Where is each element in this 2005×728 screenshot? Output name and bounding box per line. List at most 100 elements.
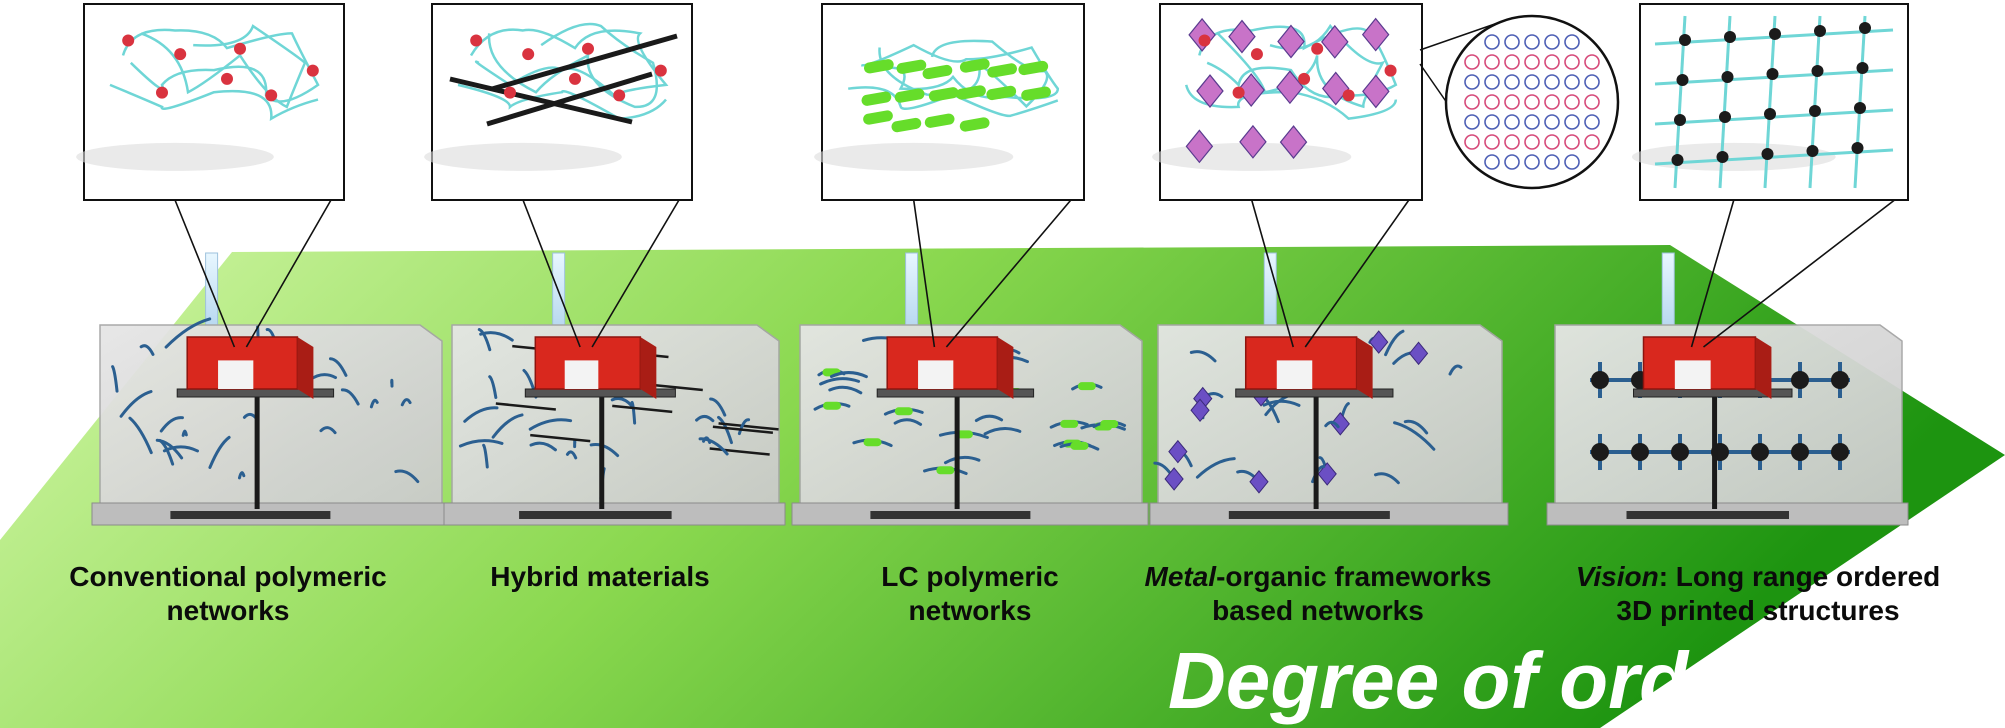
filler-rod	[449, 76, 633, 125]
lattice-node	[1769, 28, 1781, 40]
lattice-ring	[1504, 54, 1520, 70]
lattice-node	[1764, 108, 1776, 120]
polymer-chain	[181, 429, 188, 437]
lattice-ring	[1464, 94, 1480, 110]
mof-octahedron	[1279, 125, 1308, 160]
crosslink-node	[470, 34, 483, 47]
leader-line	[1690, 199, 1735, 348]
mesogen	[924, 113, 955, 128]
polymer-chain	[319, 426, 337, 435]
caption-conventional: Conventional polymeric networks	[69, 561, 387, 626]
polymer-chain	[1393, 421, 1436, 451]
mof-octahedron	[1276, 70, 1304, 105]
leader-line	[522, 199, 581, 348]
mesogen	[896, 59, 927, 74]
lattice-node	[1806, 145, 1819, 157]
light-beam	[1661, 252, 1675, 326]
shadow	[814, 142, 1014, 171]
lattice-node	[1679, 34, 1691, 46]
crosslink-node	[569, 72, 581, 85]
leader-line	[1703, 199, 1896, 348]
lattice-ring	[1484, 94, 1500, 110]
lattice-ring	[1524, 154, 1540, 170]
lattice-node	[1761, 148, 1774, 160]
mesogen	[823, 401, 842, 410]
polymer-chain	[528, 418, 573, 431]
lattice-node	[1814, 25, 1826, 37]
mof-octahedron	[1362, 74, 1390, 109]
caption-hybrid: Hybrid materials	[490, 561, 710, 592]
polymer-chain	[893, 418, 923, 426]
leader-line	[591, 199, 680, 348]
lattice-ring	[1544, 154, 1560, 170]
caption-mof-emphasis: Metal	[1144, 561, 1217, 592]
mesogen	[928, 87, 959, 102]
lattice-ring	[1504, 74, 1520, 90]
zoom-panel-vision	[1631, 3, 1909, 348]
filler-rod	[612, 404, 673, 414]
mof-octahedron	[1321, 71, 1350, 106]
caption-lc: LC polymeric networks	[881, 561, 1059, 626]
polymer-chain	[943, 455, 981, 465]
lattice-node	[1859, 22, 1871, 34]
mesogen	[959, 117, 990, 132]
lattice-node	[1591, 371, 1609, 389]
lattice-ring	[1564, 54, 1580, 70]
mof-octahedron	[1228, 19, 1256, 54]
polymer-chain	[119, 390, 153, 418]
lattice-ring	[1464, 114, 1480, 130]
lattice-ring	[1464, 54, 1480, 70]
crosslink-node	[1384, 64, 1397, 77]
polymer-strand	[878, 39, 1049, 109]
crosslink-node	[1311, 42, 1324, 55]
shadow	[76, 142, 274, 171]
lattice-ring	[1524, 54, 1540, 70]
lattice-node	[1791, 443, 1809, 461]
mesogen	[1100, 420, 1119, 429]
crosslink-node	[1198, 34, 1211, 47]
polymer-chain	[1448, 364, 1463, 376]
lattice-ring	[1524, 74, 1540, 90]
lattice-node	[1724, 31, 1736, 43]
lattice-ring	[1504, 114, 1520, 130]
vat-plate	[1228, 511, 1390, 519]
leader-line	[174, 199, 236, 348]
mesogen	[1018, 60, 1049, 76]
polymer-chain	[237, 471, 246, 480]
polymer-chain	[463, 406, 499, 423]
lattice-ring	[1524, 94, 1540, 110]
printed-object-side	[1755, 337, 1772, 399]
printed-object-side	[297, 337, 314, 399]
polymer-chain	[529, 441, 557, 452]
printed-object-window	[218, 360, 254, 389]
zoom-panel-mof	[1152, 3, 1423, 348]
polymer-chain	[164, 317, 212, 349]
lattice-node	[1831, 371, 1849, 389]
polymer-chain	[589, 443, 620, 458]
filler-rod	[712, 425, 774, 434]
mesogen	[891, 117, 922, 133]
crosslink-node	[654, 64, 667, 77]
printing-vat-lc	[791, 252, 1149, 526]
mof-octahedron	[1277, 24, 1305, 59]
lattice-ring	[1584, 134, 1600, 150]
vat-plate	[870, 511, 1031, 519]
polymer-chain	[111, 365, 119, 393]
crosslink-node	[174, 48, 187, 61]
mof-octahedron	[1369, 330, 1389, 354]
lattice-ring	[1484, 34, 1500, 50]
lattice-node	[1721, 71, 1734, 83]
lattice-node	[1811, 65, 1824, 77]
polymer-strand	[140, 24, 307, 109]
crosslink-node	[1298, 72, 1311, 85]
printed-object-window	[918, 360, 954, 389]
mesogen	[987, 63, 1017, 78]
lattice-ring	[1464, 74, 1480, 90]
lattice-node	[1671, 443, 1689, 461]
filler-rod	[486, 71, 653, 127]
lattice-ring	[1584, 114, 1600, 130]
polymer-chain	[698, 437, 729, 456]
filler-rod	[718, 422, 779, 431]
polymer-chain	[394, 469, 420, 484]
vat-plate	[1626, 511, 1789, 519]
